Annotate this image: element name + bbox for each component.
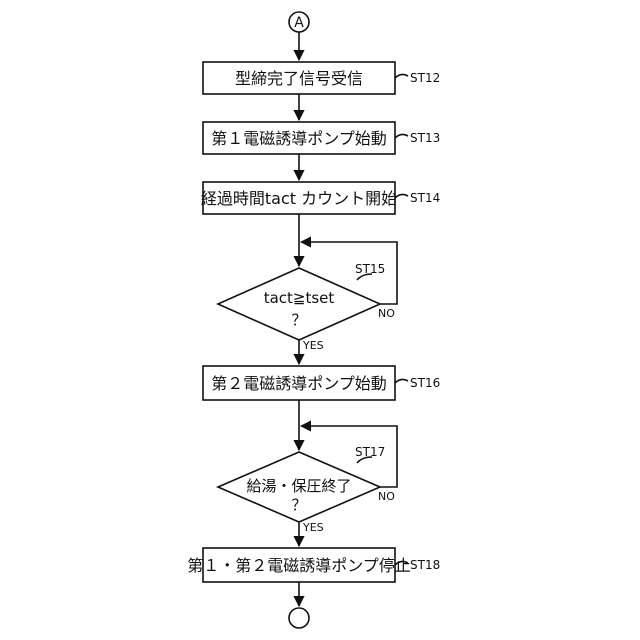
step-st14-label: 経過時間tact カウント開始 [201,189,397,208]
decision-st15-yes-label: YES [302,339,324,352]
step-st12-label: 型締完了信号受信 [235,69,363,88]
step-st13-label: 第１電磁誘導ポンプ始動 [211,129,387,148]
step-st18-id: ST18 [410,558,440,572]
decision-st17-yes-label: YES [302,521,324,534]
step-st16-label: 第２電磁誘導ポンプ始動 [211,374,387,393]
leader-st13 [395,134,408,138]
decision-st17-line2: ？ [291,496,306,514]
start-connector-label: A [294,15,304,31]
decision-st17-id: ST17 [355,445,385,459]
decision-st17-line1: 給湯・保圧終了 [246,477,351,495]
step-st14-id: ST14 [410,191,440,205]
decision-st15-line1: tact≧tset [264,289,335,307]
decision-st15-line2: ？ [291,311,306,329]
step-st18-label: 第１・第２電磁誘導ポンプ停止 [187,556,411,575]
leader-st16 [395,379,408,383]
step-st13-id: ST13 [410,131,440,145]
decision-st17-no-label: NO [378,490,395,503]
decision-st15-no-label: NO [378,307,395,320]
step-st16-id: ST16 [410,376,440,390]
decision-st15-id: ST15 [355,262,385,276]
end-connector [289,608,309,628]
leader-st12 [395,74,408,78]
step-st12-id: ST12 [410,71,440,85]
